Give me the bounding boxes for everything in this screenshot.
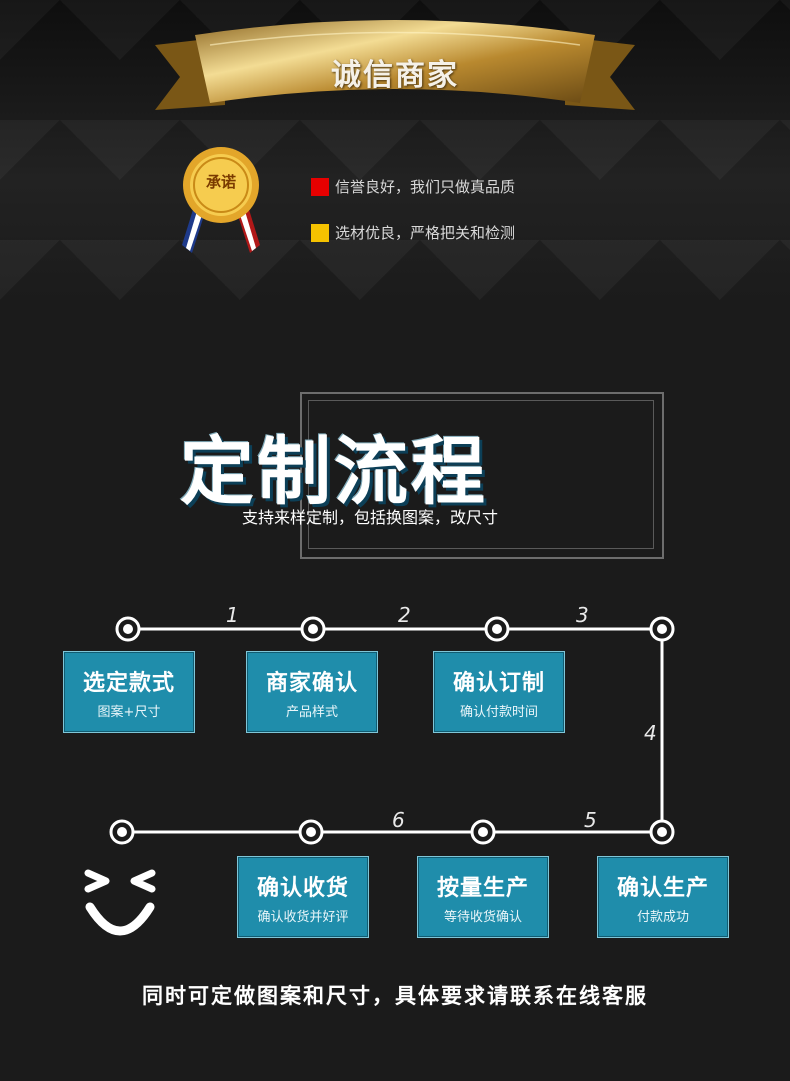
step-box-confirm-order: 确认订制 确认付款时间 (433, 651, 565, 733)
medal-icon (182, 147, 260, 253)
step-box-mass-production: 按量生产 等待收货确认 (417, 856, 549, 938)
banner-title: 诚信商家 (331, 58, 459, 93)
step-number-5: 5 (584, 808, 597, 832)
step-number-2: 2 (398, 603, 411, 627)
step-subtitle: 等待收货确认 (443, 909, 522, 925)
promise-text: 信誉良好，我们只做真品质 (335, 178, 516, 196)
step-box-select-style: 选定款式 图案+尺寸 (63, 651, 195, 733)
medal-label: 承诺 (205, 173, 236, 191)
step-box-merchant-confirm: 商家确认 产品样式 (246, 651, 378, 733)
section-title: 定制流程 (180, 429, 488, 515)
step-title: 按量生产 (436, 875, 529, 901)
step-subtitle: 图案+尺寸 (97, 704, 161, 720)
red-square-icon (311, 177, 329, 196)
step-title: 商家确认 (265, 670, 358, 696)
step-box-confirm-production: 确认生产 付款成功 (597, 856, 729, 938)
step-subtitle: 付款成功 (636, 909, 689, 925)
promise-text: 选材优良，严格把关和检测 (335, 224, 516, 242)
footer-note: 同时可定做图案和尺寸，具体要求请联系在线客服 (142, 984, 648, 1008)
step-title: 确认订制 (452, 670, 545, 696)
ribbon-banner (155, 20, 635, 110)
yellow-square-icon (311, 223, 329, 242)
step-subtitle: 确认收货并好评 (257, 909, 349, 925)
step-title: 选定款式 (82, 670, 175, 696)
step-number-3: 3 (576, 603, 589, 627)
step-subtitle: 产品样式 (285, 704, 338, 720)
promise-item-materials: 选材优良，严格把关和检测 (311, 222, 515, 243)
step-number-6: 6 (392, 808, 405, 832)
step-subtitle: 确认付款时间 (459, 704, 538, 720)
title-frame-inner (308, 400, 654, 549)
step-box-confirm-receipt: 确认收货 确认收货并好评 (237, 856, 369, 938)
flow-diagram-lines (109, 616, 675, 845)
title-frame-outer (300, 392, 664, 559)
section-subtitle: 支持来样定制，包括换图案，改尺寸 (241, 508, 498, 527)
smiley-face-icon (84, 869, 156, 936)
step-title: 确认收货 (256, 875, 349, 901)
step-number-1: 1 (226, 603, 239, 627)
step-title: 确认生产 (616, 875, 709, 901)
promise-item-quality: 信誉良好，我们只做真品质 (311, 176, 515, 197)
step-number-4: 4 (644, 721, 657, 745)
